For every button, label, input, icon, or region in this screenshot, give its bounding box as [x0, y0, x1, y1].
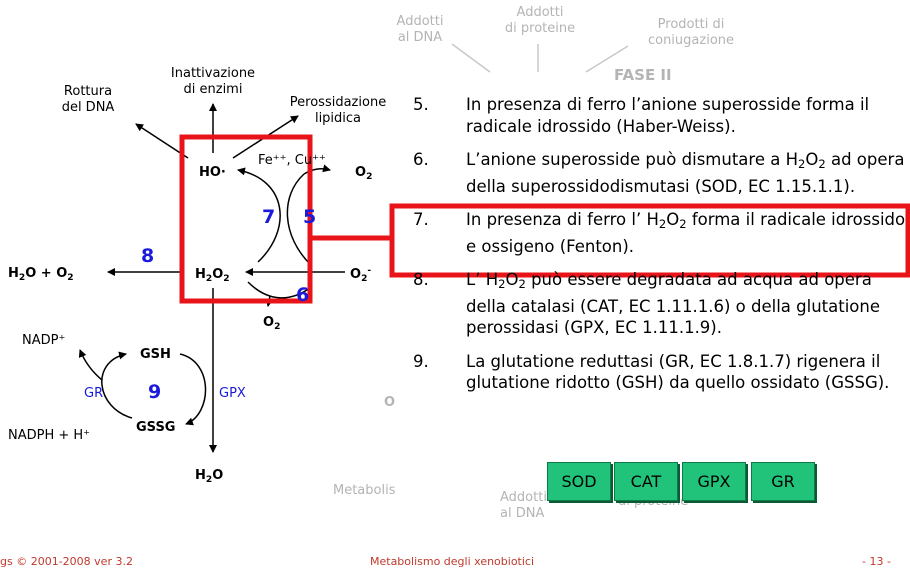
- label-gpx: GPX: [219, 386, 246, 401]
- bg-label-metabolismo: Metabolis: [333, 483, 396, 498]
- step-number: 7.: [413, 210, 429, 229]
- arrow-gpx-cycle: [179, 353, 207, 426]
- bg-label-fase: FASE II: [614, 66, 672, 84]
- molecule-o2-top: O2: [355, 165, 373, 182]
- molecule-h2o: H2O: [195, 468, 224, 485]
- molecule-hydroxyl-radical: HO·: [199, 165, 226, 180]
- bg-label-addotti-proteine: Addotti di proteine: [504, 5, 576, 36]
- reaction-number-7: 7: [262, 206, 276, 228]
- step-5: 5. In presenza di ferro l’anione superos…: [408, 94, 910, 137]
- label-fe-cu: Fe⁺⁺, Cu⁺⁺: [258, 153, 326, 168]
- reaction-number-8: 8: [141, 245, 155, 267]
- reaction-number-6: 6: [296, 284, 310, 306]
- molecule-gssg: GSSG: [136, 420, 176, 435]
- molecule-superoxide: O2-: [350, 266, 372, 284]
- bg-label-addotti-bottom-1: Addotti al DNA: [500, 490, 547, 521]
- enzyme-button-cat[interactable]: CAT: [614, 462, 678, 501]
- label-rottura-dna: Rottura del DNA: [61, 84, 115, 115]
- enzyme-button-gpx[interactable]: GPX: [682, 462, 746, 501]
- arrow-gr-cycle: [101, 351, 133, 419]
- footer-title: Metabolismo degli xenobiotici: [370, 555, 535, 568]
- molecule-o2-bottom: O2: [263, 315, 281, 332]
- step-number: 6.: [413, 150, 429, 169]
- highlight-box-diagram: [179, 134, 313, 304]
- step-text: L’anione superosside può dismutare a H2O…: [466, 150, 905, 196]
- step-8: 8. L’ H2O2 può essere degradata ad acqua…: [408, 269, 910, 339]
- molecule-h2o2: H2O2: [195, 267, 230, 284]
- step-number: 5.: [413, 95, 429, 114]
- label-gr: GR: [84, 386, 104, 401]
- reaction-number-5: 5: [303, 206, 317, 228]
- faded-arrows: [451, 43, 629, 73]
- step-number: 8.: [413, 270, 429, 289]
- reaction-number-9: 9: [148, 381, 162, 403]
- arrow-to-rottura: [135, 123, 189, 159]
- enzyme-button-gr[interactable]: GR: [751, 462, 815, 501]
- arrow-haber-weiss: [286, 173, 311, 265]
- label-nadph: NADPH + H⁺: [8, 428, 91, 443]
- step-text: L’ H2O2 può essere degradata ad acqua ad…: [466, 270, 881, 337]
- footer-copyright: gs © 2001-2008 ver 3.2: [0, 555, 133, 568]
- step-6: 6. L’anione superosside può dismutare a …: [408, 149, 910, 197]
- step-9: 9. La glutatione reduttasi (GR, EC 1.8.1…: [408, 351, 910, 394]
- label-nadp: NADP⁺: [22, 333, 66, 348]
- label-inattivazione: Inattivazione di enzimi: [170, 66, 256, 97]
- bg-label-prodotti-coniugazione: Prodotti di coniugazione: [647, 17, 735, 48]
- step-text: La glutatione reduttasi (GR, EC 1.8.1.7)…: [466, 351, 890, 393]
- molecule-h2o-o2: H2O + O2: [8, 266, 74, 283]
- step-7: 7. In presenza di ferro l’ H2O2 forma il…: [408, 209, 910, 257]
- enzyme-button-sod[interactable]: SOD: [547, 462, 611, 501]
- label-perossidazione: Perossidazione lipidica: [289, 95, 387, 126]
- bg-label-addotti-dna: Addotti al DNA: [396, 14, 444, 45]
- step-number: 9.: [413, 351, 429, 371]
- molecule-gsh: GSH: [140, 347, 171, 362]
- arrow-nadp: [78, 349, 103, 381]
- step-text: In presenza di ferro l’anione superossid…: [466, 95, 870, 136]
- footer-page-number: - 13 -: [862, 555, 891, 568]
- highlight-box-step7: [389, 203, 910, 278]
- step-text: In presenza di ferro l’ H2O2 forma il ra…: [466, 210, 906, 256]
- bg-label-o: O: [384, 395, 396, 410]
- arrow-fenton: [237, 167, 281, 263]
- reaction-steps-list: 5. In presenza di ferro l’anione superos…: [408, 94, 910, 406]
- arrow-dismutation: [247, 281, 311, 299]
